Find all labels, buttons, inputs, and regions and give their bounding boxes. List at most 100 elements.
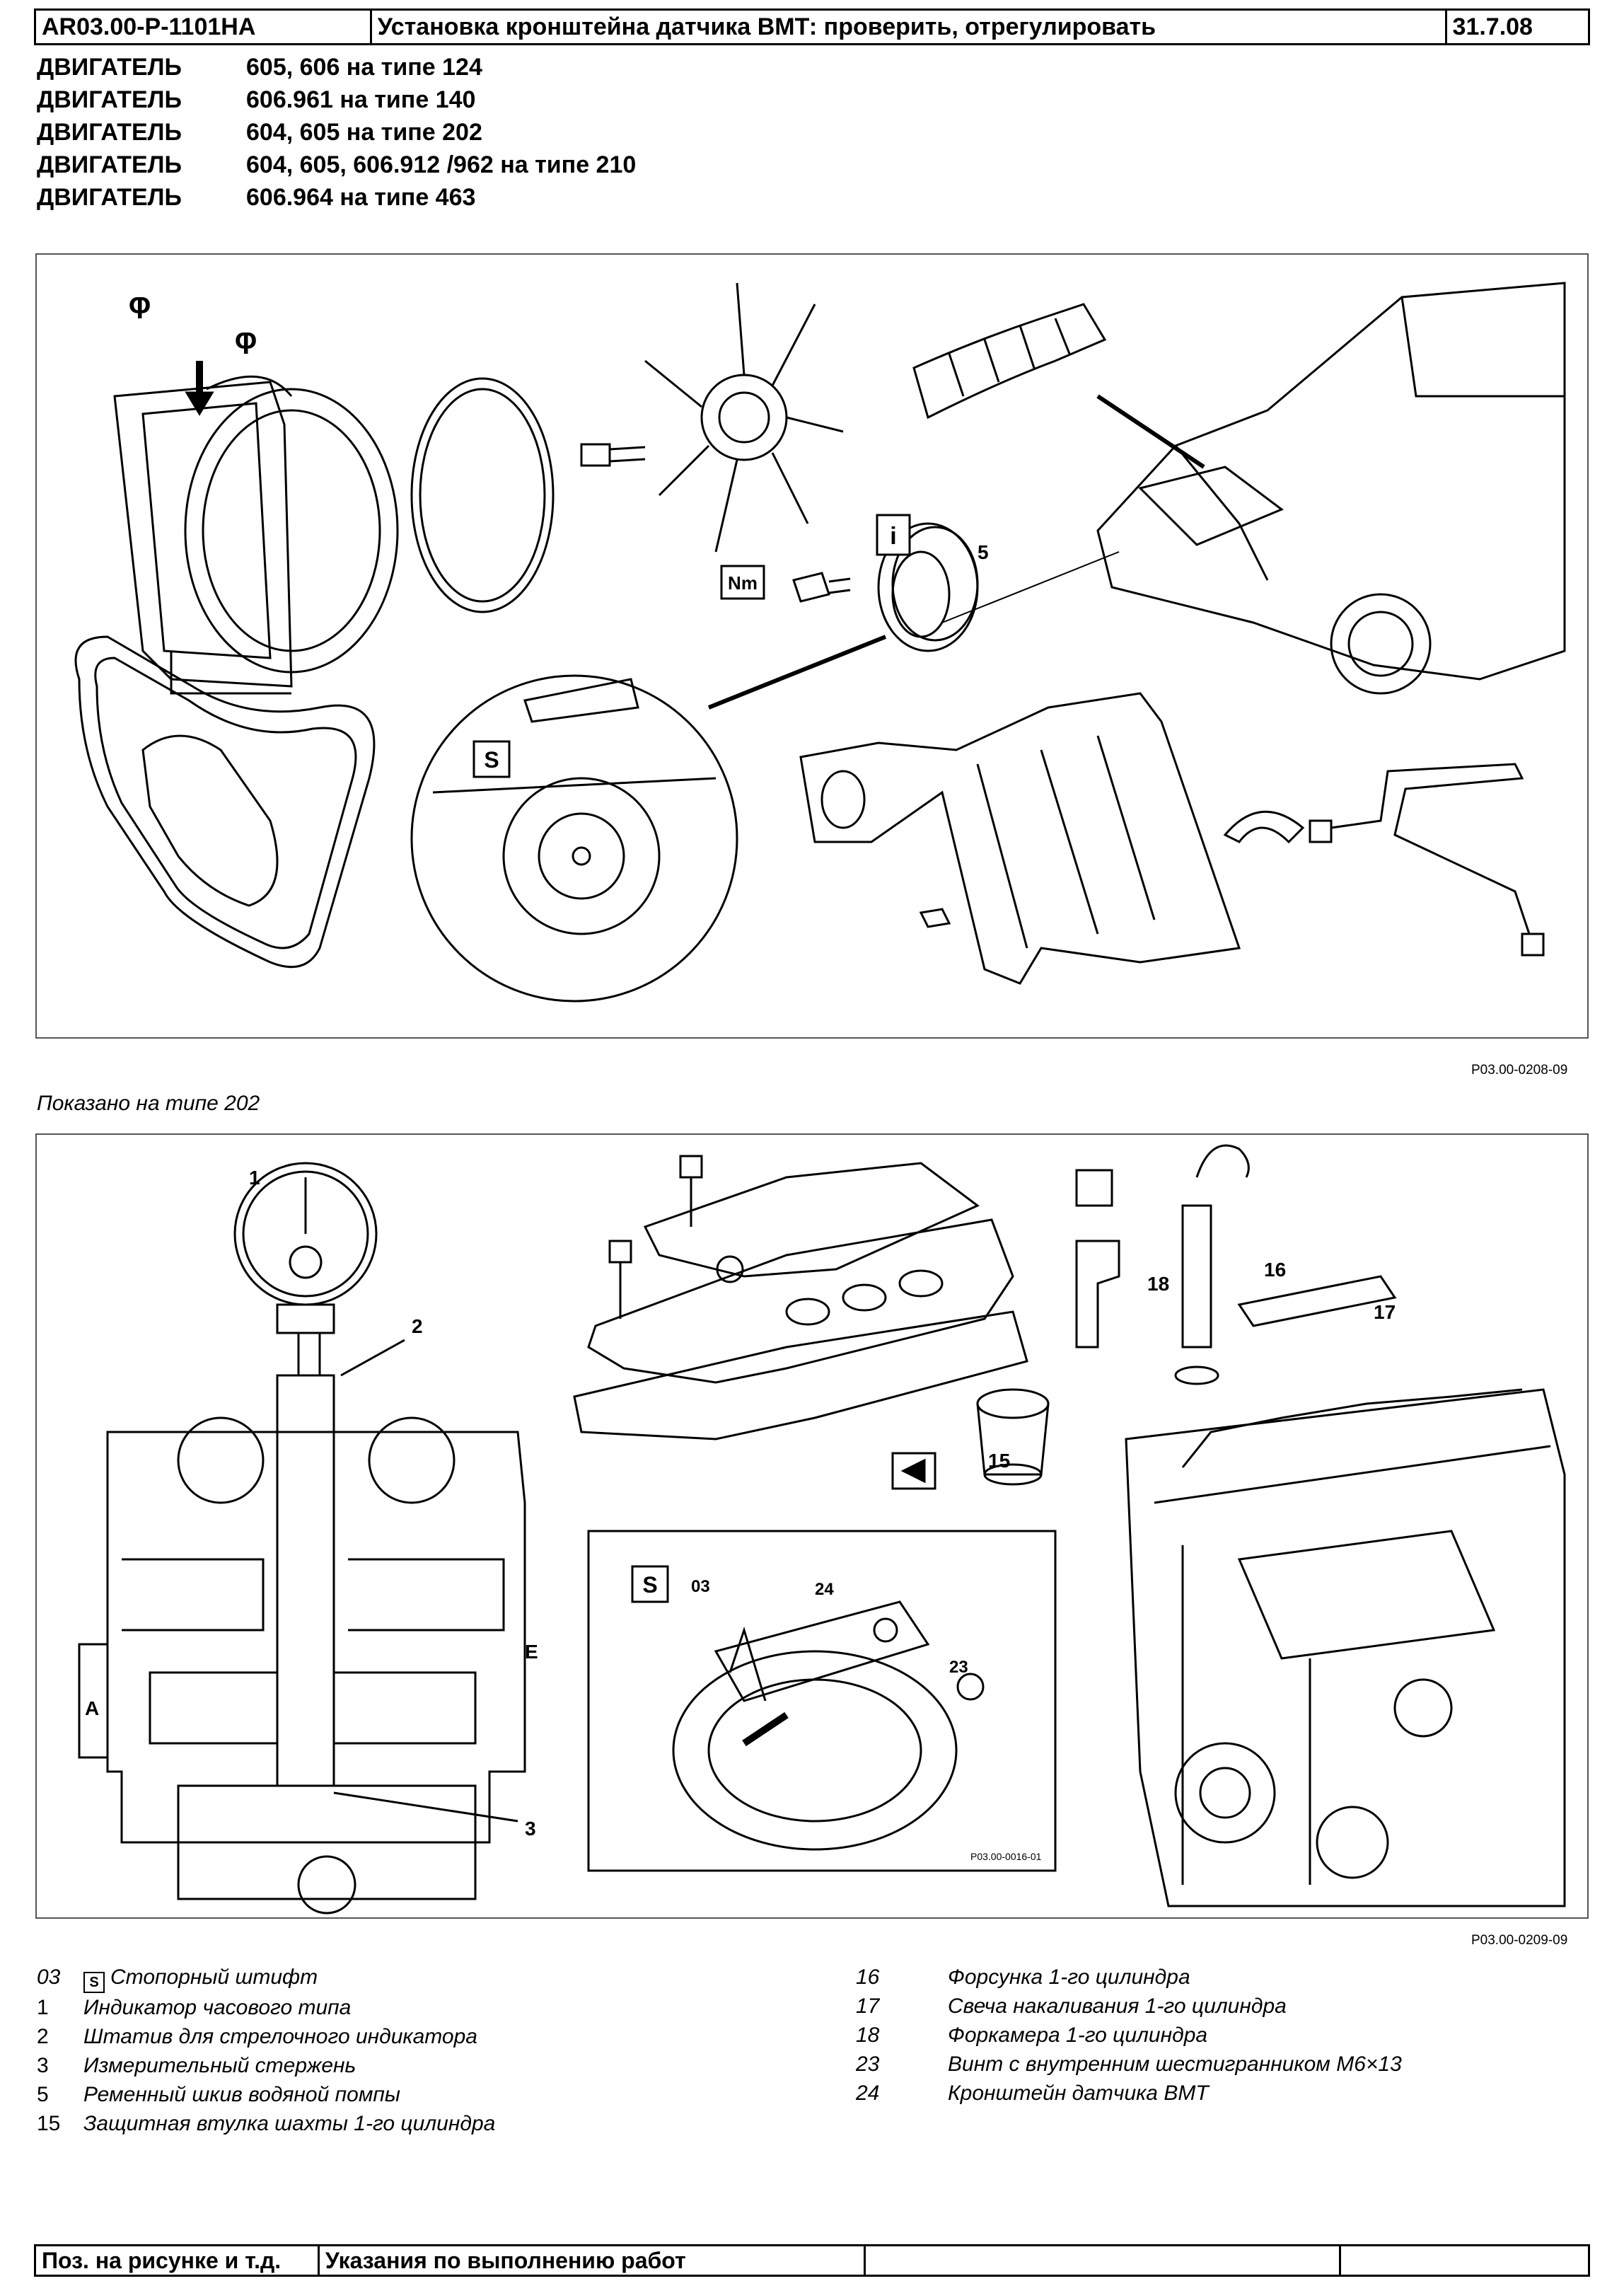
figure-1-id-label: P03.00-0208-09 <box>1471 1063 1568 1078</box>
fan-shroud-drawing <box>113 375 399 695</box>
legend-num: 16 <box>856 1965 880 1989</box>
legend-text: Индикатор часового типа <box>83 1996 352 2019</box>
detail-circle-drawing <box>410 674 738 1003</box>
ring-clamp-drawing <box>410 377 555 613</box>
legend-num: 03 <box>37 1965 61 1989</box>
legend-num: 17 <box>856 1994 880 2018</box>
footer-col-empty-1 <box>866 2246 1341 2275</box>
engine-label: ДВИГАТЕЛЬ <box>37 151 182 178</box>
intake-manifold-drawing <box>799 692 1241 985</box>
pointer-arrowhead <box>185 391 214 416</box>
dial-indicator-drawing <box>233 1162 378 1377</box>
figure-1-exploded-view: ႴႴ i 5 Nm S P03.00-0208-09 <box>35 253 1589 1072</box>
legend-item: 17 Свеча накаливания 1-го цилиндра <box>856 1992 1402 2021</box>
engine-line: ДВИГАТЕЛЬ 604, 605 на типе 202 <box>37 116 482 149</box>
callout-3: 3 <box>525 1818 536 1840</box>
footer-table: Поз. на рисунке и т.д. Указания по выпол… <box>34 2244 1590 2277</box>
inset-special-tool-text: S <box>642 1572 657 1598</box>
engine-value: 604, 605 на типе 202 <box>246 119 482 146</box>
figure-2-drawing: 1 2 3 A E 15 16 17 18 S 03 24 23 P03.00-… <box>78 1144 1566 1915</box>
legend-text: Измерительный стержень <box>83 2054 356 2077</box>
engine-label: ДВИГАТЕЛЬ <box>37 184 182 211</box>
legend-num: 24 <box>856 2081 880 2105</box>
legend-text: Винт с внутренним шестигранником М6×13 <box>948 2052 1402 2076</box>
legend-text: Ременный шкив водяной помпы <box>83 2083 400 2106</box>
legend-num: 18 <box>856 2023 880 2047</box>
c-clip-drawing <box>1223 810 1305 844</box>
water-pump-pulley-drawing <box>877 522 979 652</box>
callout-2: 2 <box>412 1315 423 1337</box>
doc-date: 31.7.08 <box>1452 13 1533 40</box>
engine-line: ДВИГАТЕЛЬ 606.961 на типе 140 <box>37 83 475 116</box>
callout-1: 1 <box>249 1167 260 1189</box>
footer-col-empty-2 <box>1341 2246 1588 2275</box>
svg-text:Ⴔ: Ⴔ <box>235 330 257 359</box>
legend-text: Кронштейн датчика ВМТ <box>948 2081 1209 2105</box>
footer-col-position: Поз. на рисунке и т.д. <box>36 2246 320 2275</box>
legend-item: 16 Форсунка 1-го цилиндра <box>856 1963 1402 1992</box>
injector-drawing <box>1174 1144 1250 1385</box>
legend-item: 1 Индикатор часового типа <box>37 1993 495 2022</box>
callout-17: 17 <box>1374 1301 1396 1323</box>
header-table: AR03.00-P-1101HA Установка кронштейна да… <box>34 8 1590 45</box>
legend-text: Свеча накаливания 1-го цилиндра <box>948 1994 1287 2018</box>
figure-2-id-label: P03.00-0209-09 <box>1471 1933 1568 1948</box>
torque-callout-box: Nm <box>720 565 765 600</box>
callout-15: 15 <box>988 1450 1010 1472</box>
engine-label: ДВИГАТЕЛЬ <box>37 86 182 113</box>
drive-belts-drawing <box>74 635 376 969</box>
engine-value: 604, 605, 606.912 /962 на типе 210 <box>246 151 637 178</box>
legend-item: 5 Ременный шкив водяной помпы <box>37 2080 495 2109</box>
legend-num: 1 <box>37 1996 49 2019</box>
engine-label: ДВИГАТЕЛЬ <box>37 54 182 81</box>
legend-text: Защитная втулка шахты 1-го цилиндра <box>83 2112 496 2135</box>
legend-num: 2 <box>37 2025 49 2048</box>
car-drawing <box>1096 282 1566 695</box>
engine-line: ДВИГАТЕЛЬ 604, 605, 606.912 /962 на типе … <box>37 149 636 181</box>
figure-caption: Показано на типе 202 <box>37 1092 260 1115</box>
figure-1-drawing: ႴႴ i 5 Nm S P03.00-0208-09 <box>74 282 1580 1072</box>
figure-2-measurement-view: 1 2 3 A E 15 16 17 18 S 03 24 23 P03.00-… <box>35 1133 1589 1919</box>
valve-cover-drawing <box>573 1162 1028 1440</box>
callout-24: 24 <box>815 1580 834 1599</box>
footer-col-instructions: Указания по выполнению работ <box>320 2246 866 2275</box>
info-callout-text: i <box>890 523 896 550</box>
special-tool-callout: S <box>472 740 511 778</box>
legend-right: 16 Форсунка 1-го цилиндра 17 Свеча накалив… <box>856 1963 1402 2108</box>
legend-num: 23 <box>856 2052 880 2076</box>
legend-text: Форсунка 1-го цилиндра <box>948 1965 1190 1989</box>
engine-line: ДВИГАТЕЛЬ 605, 606 на типе 124 <box>37 51 482 83</box>
engine-value: 606.964 на типе 463 <box>246 184 476 211</box>
callout-5: 5 <box>978 541 989 563</box>
callout-18: 18 <box>1147 1273 1169 1295</box>
legend-text: Штатив для стрелочного индикатора <box>83 2025 477 2048</box>
doc-title: Установка кронштейна датчика ВМТ: провер… <box>372 11 1447 43</box>
special-tool-icon: S <box>83 1972 105 1993</box>
legend-item: 24 Кронштейн датчика ВМТ <box>856 2079 1402 2108</box>
glow-plug-drawing <box>1237 1275 1397 1327</box>
legend-num: 5 <box>37 2083 49 2106</box>
inset-figure-id: P03.00-0016-01 <box>970 1851 1042 1862</box>
prechamber-drawing <box>1075 1169 1120 1349</box>
engine-assembly-drawing <box>1125 1388 1566 1907</box>
legend-item: 2 Штатив для стрелочного индикатора <box>37 2022 495 2051</box>
callout-03: 03 <box>691 1577 710 1596</box>
torque-callout-text: Nm <box>728 572 758 594</box>
engine-label: ДВИГАТЕЛЬ <box>37 119 182 146</box>
protective-sleeve-drawing <box>976 1388 1050 1486</box>
clip-symbol-left: ႴႴ <box>129 295 257 359</box>
intake-hose-drawing <box>912 303 1107 420</box>
callout-23: 23 <box>949 1658 968 1677</box>
fan-drawing <box>644 282 844 553</box>
engine-line: ДВИГАТЕЛЬ 606.964 на типе 463 <box>37 181 475 214</box>
engine-value: 605, 606 на типе 124 <box>246 54 482 81</box>
callout-e: E <box>525 1641 538 1663</box>
svg-text:Ⴔ: Ⴔ <box>129 295 151 324</box>
info-callout-box: i <box>876 514 911 556</box>
engine-value: 606.961 на типе 140 <box>246 86 476 113</box>
